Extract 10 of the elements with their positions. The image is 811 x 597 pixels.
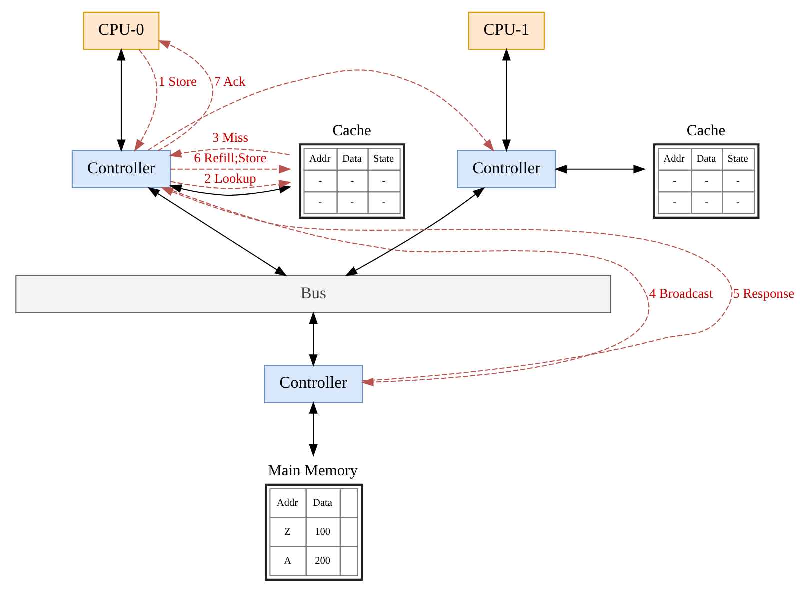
node-label: Cache <box>332 122 371 140</box>
node-label: Main Memory <box>268 462 358 480</box>
edge-label: 1 Store <box>158 74 196 90</box>
edge-label: 7 Ack <box>214 74 246 90</box>
node-label: Cache <box>686 122 726 140</box>
edge-label: 4 Broadcast <box>648 286 713 301</box>
edge-label: 2 Lookup <box>204 171 256 186</box>
edge-label: 3 Miss <box>212 130 248 145</box>
edge-label: 5 Response <box>732 286 794 301</box>
edge-label: 6 Refill;Store <box>194 150 266 166</box>
